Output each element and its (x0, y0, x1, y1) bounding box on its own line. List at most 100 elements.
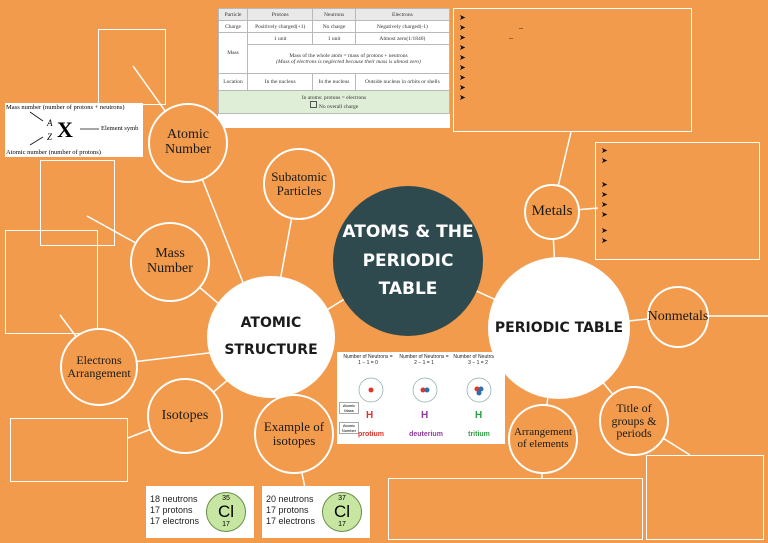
mass-number-notes-box (40, 160, 115, 246)
cl35-electrons: 17 electrons (150, 516, 200, 526)
subatomic-particles-node[interactable]: Subatomic Particles (263, 148, 335, 220)
atomic-number-label: Atomic number (number of protons) (6, 149, 101, 156)
table-cell: Location (217, 73, 249, 91)
table-cell: No charge (312, 20, 356, 33)
atomic-mass-tag: Atomic Mass (339, 402, 359, 414)
table-footer: In atoms: protons = electrons No overall… (218, 90, 450, 114)
cl37-protons: 17 protons (266, 505, 309, 515)
center-topic-atoms-periodic-table[interactable]: ATOMS & THE PERIODIC TABLE (333, 186, 483, 336)
cl35-symbol-circle: 35 Cl 17 (206, 492, 246, 532)
table-cell: Charge (217, 20, 249, 33)
table-header: Electrons (354, 8, 451, 21)
protium-label: protium (357, 431, 385, 438)
footer-line: No overall charge (221, 100, 447, 110)
table-cell: Almost zero(1/1840) (354, 32, 451, 45)
iso-header-protium: Number of Neutrons = 1 − 1 = 0 (343, 354, 393, 366)
bullet-item: ➤ (601, 226, 608, 235)
groups-periods-notes-box (646, 455, 764, 540)
bullet-item: ➤ (601, 180, 608, 189)
example-isotopes-node[interactable]: Example of isotopes (254, 394, 334, 474)
bullet-item: ➤– (459, 23, 523, 32)
deuterium-symbol: H (421, 410, 429, 421)
metals-bullet-box: ➤ ➤ ➤ ➤ ➤ ➤ ➤ ➤ (595, 142, 760, 260)
periodic-table-label: PERIODIC TABLE (494, 319, 624, 336)
table-cell: Mass of the whole atom = mass of protons… (247, 44, 450, 74)
cl35-symbol: Cl (217, 502, 235, 521)
mass-number-label: Mass number (number of protons + neutron… (6, 104, 125, 111)
cl35-mass: 35 (222, 495, 230, 502)
cl37-neutrons: 20 neutrons (266, 494, 314, 504)
subatomic-table: Particle Protons Neutrons Electrons Char… (217, 8, 451, 114)
element-symbol: X (57, 117, 73, 142)
atomic-notation-card: Mass number (number of protons + neutron… (5, 103, 143, 157)
notation-a: A (47, 118, 53, 128)
example-isotopes-text: Example of isotopes (263, 419, 325, 448)
nonmetals-node[interactable]: Nonmetals (647, 286, 709, 348)
metals-text: Metals (531, 203, 573, 220)
footer-line: In atoms: protons = electrons (301, 94, 367, 101)
center-title-line2: PERIODIC TABLE (362, 250, 454, 300)
atomic-number-notes-box (98, 29, 166, 105)
iso-header-tritium: Number of Neutrons = 3 − 1 = 2 (453, 354, 503, 366)
table-cell: 1 unit (247, 32, 314, 45)
bullet-item: ➤ (459, 93, 466, 102)
center-title-line1: ATOMS & THE (342, 221, 474, 242)
table-cell: Mass (217, 32, 249, 74)
isotopes-text: Isotopes (161, 407, 209, 423)
electrons-notes-box (5, 230, 98, 334)
protium-symbol: H (366, 410, 374, 421)
table-header: Neutrons (312, 8, 356, 21)
bullet-item: ➤– (459, 33, 513, 42)
atomic-number-text: Atomic Number (165, 127, 211, 157)
title-groups-periods-node[interactable]: Title of groups & periods (599, 386, 669, 456)
mass-number-node[interactable]: Mass Number (130, 222, 210, 302)
footer-line: No overall charge (318, 103, 359, 110)
isotopes-node[interactable]: Isotopes (147, 378, 223, 454)
chlorine-35-card: 18 neutrons 17 protons 17 electrons 35 C… (146, 486, 254, 538)
atomic-number-tag: Atomic Number (339, 422, 359, 434)
electrons-arrangement-node[interactable]: Electrons Arrangement (60, 328, 138, 406)
bullet-item: ➤ (459, 73, 466, 82)
atomic-structure-line1: ATOMIC (240, 315, 302, 332)
table-cell: 1 unit (312, 32, 356, 45)
bullet-item: ➤ (459, 83, 466, 92)
cl37-mass: 37 (338, 495, 346, 502)
metals-node[interactable]: Metals (524, 184, 580, 240)
bullet-item: ➤ (601, 156, 608, 165)
nonmetals-text: Nonmetals (647, 308, 709, 324)
bullet-item: ➤ (459, 53, 466, 62)
bullet-item: ➤ (601, 236, 608, 245)
arrangement-notes-box (388, 478, 643, 540)
bullet-item: ➤ (459, 43, 466, 52)
cl35-neutrons: 18 neutrons (150, 494, 198, 504)
arrangement-of-elements-text: Arrangement of elements (513, 426, 573, 450)
subatomic-particles-text: Subatomic Particles (271, 169, 327, 198)
atomic-structure-node[interactable]: ATOMIC STRUCTURE (207, 276, 335, 398)
table-cell: Outside nucleus in orbits or shells (354, 73, 451, 91)
notation-arrows (29, 111, 99, 146)
cl35-number: 17 (222, 521, 230, 528)
table-cell: Positively charged(+1) (247, 20, 314, 33)
bullet-item: ➤ (459, 13, 466, 22)
electrons-arrangement-text: Electrons Arrangement (67, 353, 131, 380)
arrangement-of-elements-node[interactable]: Arrangement of elements (508, 404, 578, 474)
table-cell: Negatively charged(-1) (354, 20, 451, 33)
bullet-item: ➤ (601, 190, 608, 199)
chlorine-37-card: 20 neutrons 17 protons 17 electrons 37 C… (262, 486, 370, 538)
table-cell: In the nucleus (312, 73, 356, 91)
periodic-table-node[interactable]: PERIODIC TABLE (488, 257, 630, 399)
hydrogen-isotopes-card: Number of Neutrons = 1 − 1 = 0 Number of… (337, 352, 505, 444)
title-groups-periods-text: Title of groups & periods (611, 401, 657, 441)
cl37-symbol: Cl (333, 502, 351, 521)
table-header: Protons (247, 8, 314, 21)
cl37-symbol-circle: 37 Cl 17 (322, 492, 362, 532)
mass-note: Mass of the whole atom = mass of protons… (289, 53, 408, 59)
bullet-item: ➤ (459, 63, 466, 72)
top-right-bullet-box: ➤ ➤– ➤– ➤ ➤ ➤ ➤ ➤ ➤ (453, 8, 692, 132)
iso-header-deuterium: Number of Neutrons = 2 − 1 = 1 (399, 354, 449, 366)
atomic-number-node[interactable]: Atomic Number (148, 103, 228, 183)
tritium-symbol: H (475, 410, 483, 421)
mass-number-text: Mass Number (147, 246, 193, 276)
mass-note-italic: (Mass of electrons is neglected because … (276, 59, 421, 65)
subatomic-table-card: Particle Protons Neutrons Electrons Char… (217, 8, 451, 128)
